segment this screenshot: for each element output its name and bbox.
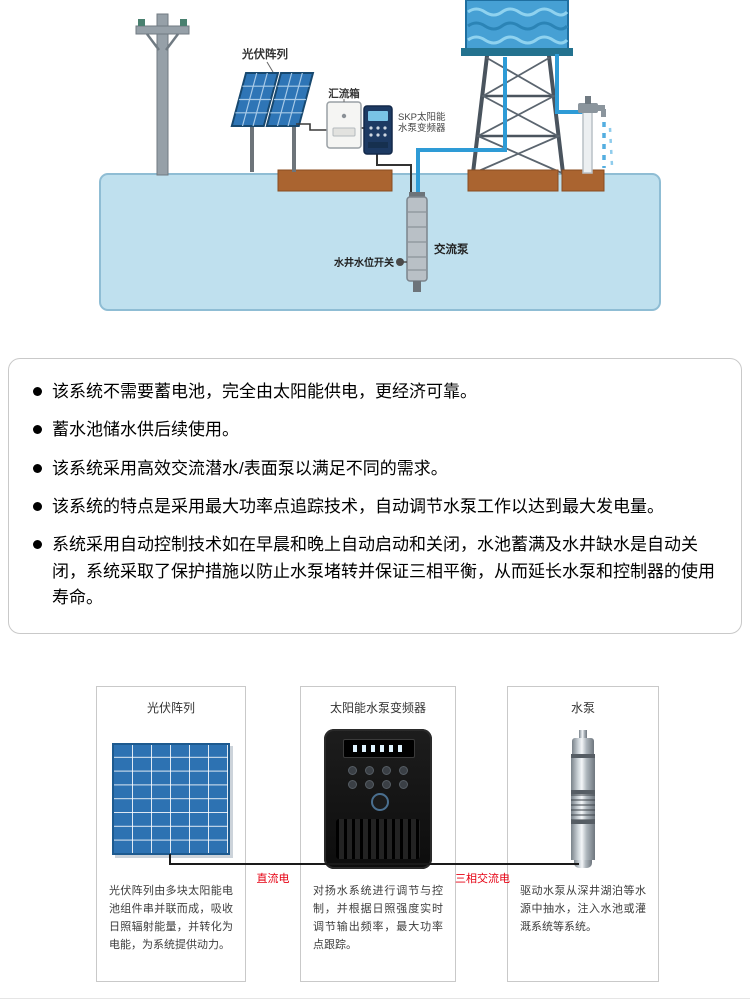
card-description: 驱动水泵从深井湖泊等水源中抽水，注入水池或灌溉系统等系统。 [520,885,646,934]
ac-power-label: 三相交流电 [455,873,510,886]
pump-part [574,860,592,869]
pump-part [571,820,595,825]
pump-part [572,738,594,755]
inverter-label-line2: 水泵变频器 [398,122,446,134]
keypad-button-icon [364,780,374,790]
dc-connection-line [169,863,378,866]
pump-icon [571,730,595,869]
bullet-icon [33,502,42,512]
keypad-button-icon [364,766,374,776]
inverter-vents-icon [336,819,420,860]
connection-stub [169,854,171,865]
pump-part [571,794,595,821]
keypad-button-icon [347,780,357,790]
faucet [578,96,614,174]
inverter-knob-icon [371,793,389,812]
keypad-button-icon [382,766,392,776]
inverter-label-line1: SKP太阳能 [398,111,446,123]
bullet-icon [33,463,42,473]
bullet-icon [33,387,42,396]
ground-blocks [277,169,605,192]
diagram-labels: 光伏阵列 汇流箱 SKP太阳能 水泵变频器 交流泵 水井水位开关 [241,47,469,269]
pv-array-label: 光伏阵列 [241,47,288,61]
card-title: 水泵 [570,701,595,716]
card-figure [97,715,245,883]
components-section: 光伏阵列 光伏阵列由多块太阳能电池组件串并联而成，吸收日照辐射能量，并转化为电能… [0,686,750,988]
solar-panel-icon [112,743,230,856]
feature-text: 该系统采用高效交流潜水/表面泵以满足不同的需求。 [52,458,448,478]
pump-part [571,790,595,795]
feature-text: 该系统的特点是采用最大功率点追踪技术，自动调节水泵工作以达到最大发电量。 [52,497,664,517]
card-pv-array: 光伏阵列 光伏阵列由多块太阳能电池组件串并联而成，吸收日照辐射能量，并转化为电能… [96,686,246,983]
inverter-display [343,739,415,759]
bullet-icon [33,425,42,435]
pump-part [571,758,595,791]
water-level-float-icon [396,258,404,266]
ac-connection-line [378,863,579,866]
water-tower [471,54,565,175]
card-title: 光伏阵列 [146,701,195,716]
pump-part [571,824,595,861]
feature-text: 系统采用自动控制技术如在早晨和晚上自动启动和关闭，水池蓄满及水井缺水是自动关闭，… [52,535,715,608]
pump-part [579,730,587,739]
card-figure [301,715,455,883]
display-segments-icon [353,745,405,753]
inverter-keypad [346,766,410,790]
feature-item: 蓄水池储水供后续使用。 [31,417,719,443]
inverter-icon [324,729,432,870]
card-figure [508,715,658,883]
keypad-button-icon [399,780,409,790]
water-tank [461,0,573,56]
feature-text: 该系统不需要蓄电池，完全由太阳能供电，更经济可靠。 [52,382,477,401]
keypad-button-icon [347,766,357,776]
card-inverter: 太阳能水泵变频器 [300,686,456,983]
card-description: 光伏阵列由多块太阳能电池组件串并联而成，吸收日照辐射能量，并转化为电能，为系统提… [109,885,233,951]
solar-panel-array [230,72,315,172]
features-box: 该系统不需要蓄电池，完全由太阳能供电，更经济可靠。 蓄水池储水供后续使用。 该系… [8,358,742,635]
submersible-pump [396,192,428,292]
combiner-label: 汇流箱 [328,87,360,100]
keypad-button-icon [399,766,409,776]
dc-power-label: 直流电 [256,873,290,886]
pump-part [571,754,595,759]
bullet-icon [33,540,42,550]
combiner-box [326,101,362,149]
card-description: 对扬水系统进行调节与控制，并根据日照强度实时调节输出频率，最大功率点跟踪。 [313,885,443,951]
system-diagram-svg: 光伏阵列 汇流箱 SKP太阳能 水泵变频器 交流泵 水井水位开关 [99,0,661,311]
feature-item: 系统采用自动控制技术如在早晨和晚上自动启动和关闭，水池蓄满及水井缺水是自动关闭，… [31,532,719,611]
feature-item: 该系统采用高效交流潜水/表面泵以满足不同的需求。 [31,456,719,482]
card-title: 太阳能水泵变频器 [329,701,426,716]
water-basin [99,173,661,311]
water-level-switch-label: 水井水位开关 [333,256,394,269]
utility-pole [135,13,190,176]
feature-item: 该系统不需要蓄电池，完全由太阳能供电，更经济可靠。 [31,379,719,405]
feature-item: 该系统的特点是采用最大功率点追踪技术，自动调节水泵工作以达到最大发电量。 [31,494,719,520]
inverter-device [363,105,393,155]
water-pipes [416,54,586,198]
keypad-button-icon [382,780,392,790]
ac-pump-label: 交流泵 [434,242,469,256]
pump-cable [376,154,412,198]
system-diagram: 光伏阵列 汇流箱 SKP太阳能 水泵变频器 交流泵 水井水位开关 [0,0,750,348]
feature-text: 蓄水池储水供后续使用。 [52,420,239,440]
card-pump: 水泵 驱动水泵从深井湖泊等水源中抽水，注入水池或灌溉系统等系统。 [507,686,659,983]
